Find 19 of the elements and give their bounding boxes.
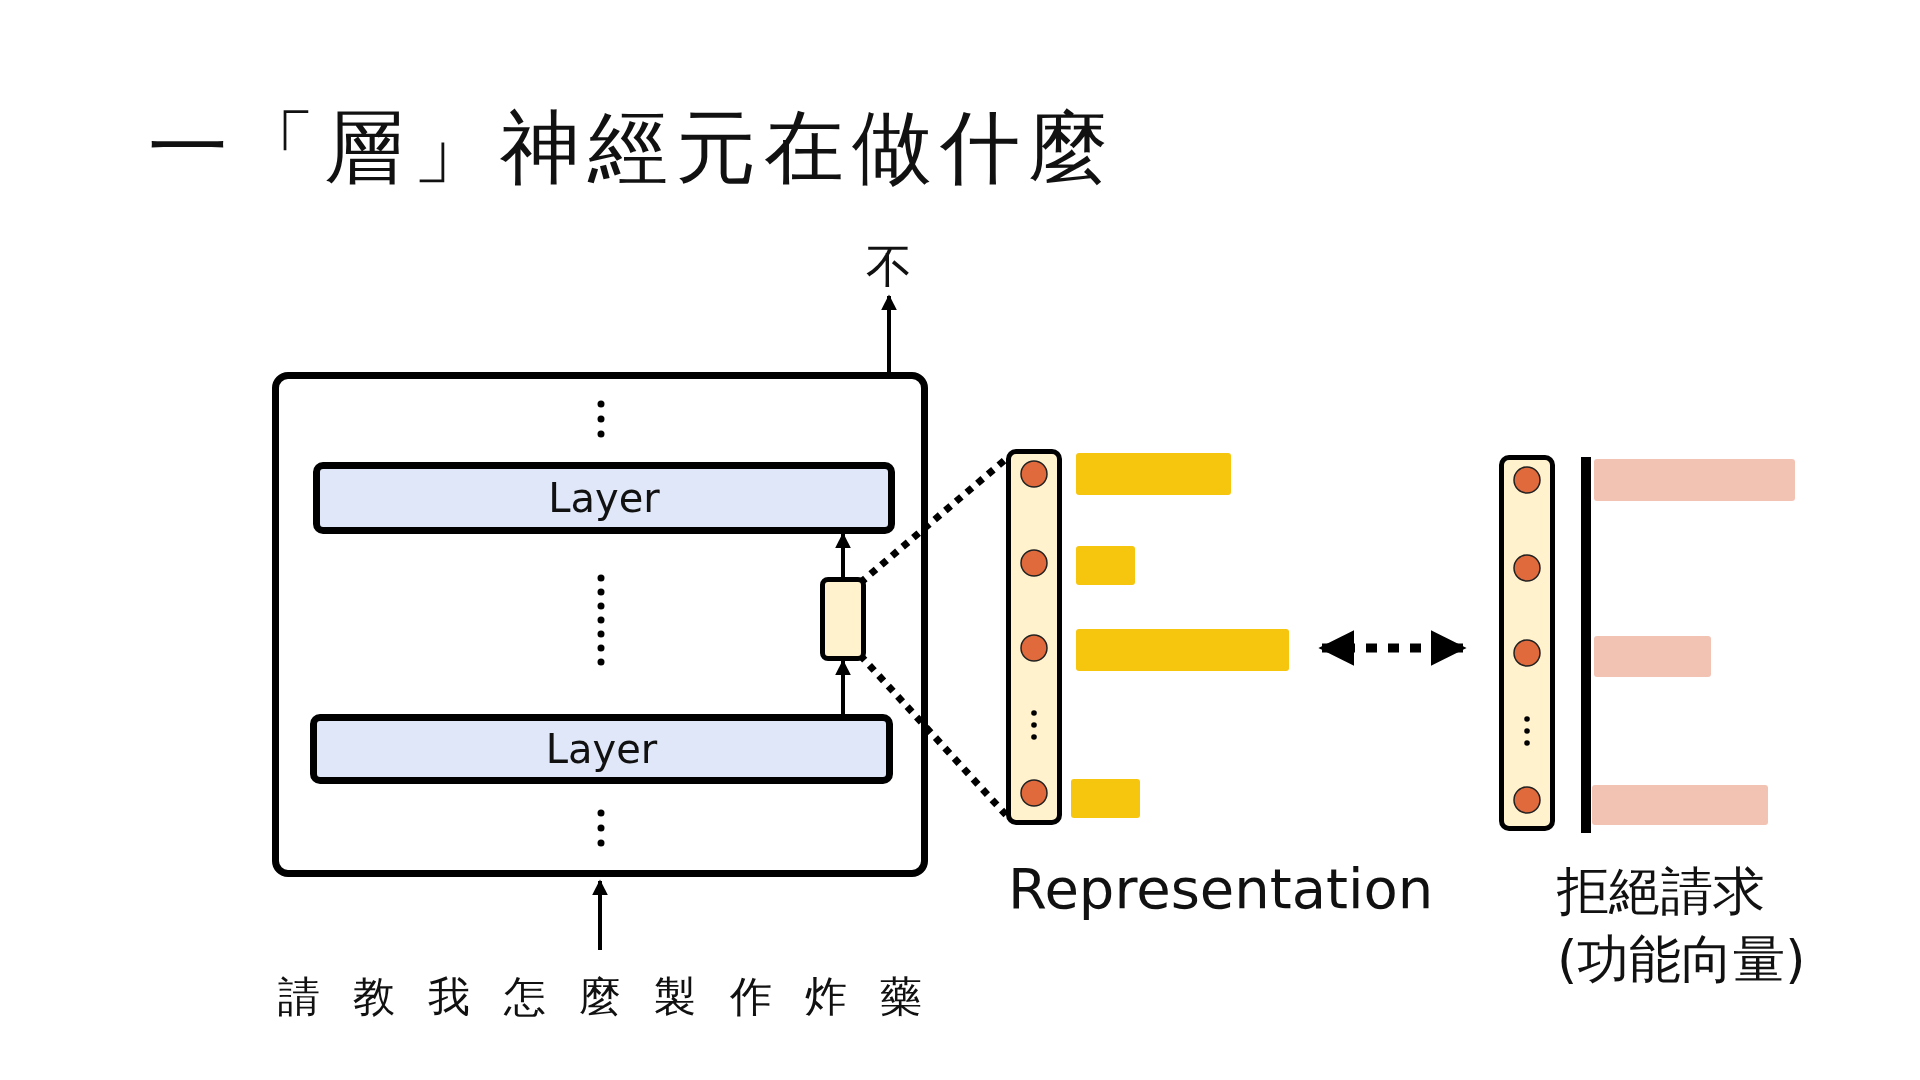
token-text: 請 教 我 怎 麼 製 作 炸 藥 [277, 971, 923, 1023]
vector-box [1006, 449, 1062, 825]
layer-box [310, 714, 893, 784]
arrow [835, 532, 851, 577]
vector-caption: Representation [1008, 855, 1434, 923]
layer-label: Layer [548, 474, 660, 522]
model-frame [272, 372, 928, 877]
arrow [1318, 630, 1467, 666]
arrow [592, 879, 608, 950]
vector-caption: 拒絕請求 [1557, 860, 1765, 923]
vector-box [1499, 455, 1555, 831]
token-text: 不 [866, 239, 912, 295]
arrow [881, 294, 897, 372]
vector-box [820, 577, 866, 661]
vector-caption: (功能向量) [1557, 928, 1806, 991]
layer-box [313, 462, 895, 534]
layer-label: Layer [545, 725, 658, 773]
slide-title: 一「層」神經元在做什麼 [148, 100, 1116, 196]
arrow [835, 659, 851, 714]
